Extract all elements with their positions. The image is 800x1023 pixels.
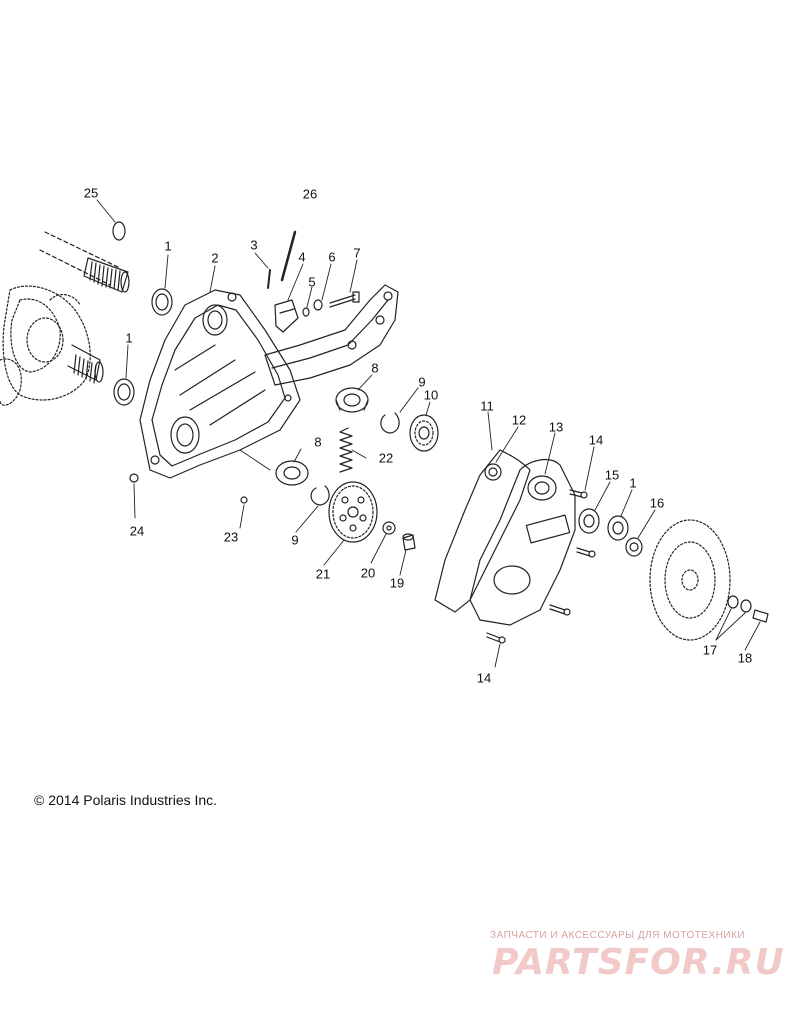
seal-1-right <box>607 515 629 541</box>
callout-7: 7 <box>353 245 361 261</box>
watermark-tagline: ЗАПЧАСТИ И АКСЕССУАРЫ ДЛЯ МОТОТЕХНИКИ <box>490 930 746 941</box>
bearing-15 <box>578 508 600 534</box>
bolt-14-set <box>486 489 596 644</box>
callout-15: 15 <box>604 467 620 483</box>
callout-22: 22 <box>378 450 394 466</box>
block-4 <box>274 299 299 333</box>
washer-17b <box>740 599 752 613</box>
callout-13: 13 <box>548 419 564 435</box>
callout-1-right: 1 <box>629 475 637 491</box>
seal-12 <box>484 463 502 481</box>
callout-21: 21 <box>315 566 331 582</box>
bearing-8-lower <box>275 460 309 486</box>
brake-disc-part <box>649 519 731 641</box>
bolt-7 <box>329 291 360 308</box>
gearbox-assembly-part <box>0 285 91 406</box>
plug-19 <box>402 533 416 551</box>
callout-4: 4 <box>298 249 306 265</box>
callout-9-upper: 9 <box>418 374 426 390</box>
callout-20: 20 <box>360 565 376 581</box>
callout-26: 26 <box>302 186 318 202</box>
cover-13 <box>469 458 576 626</box>
snap-ring-9-upper <box>380 412 400 434</box>
callout-18: 18 <box>737 650 753 666</box>
pin-26 <box>280 230 297 282</box>
callout-5: 5 <box>308 274 316 290</box>
gear-10 <box>409 414 439 452</box>
callout-3: 3 <box>250 237 258 253</box>
snap-ring-9-lower <box>310 485 330 506</box>
gear-21 <box>328 481 378 543</box>
spring-22 <box>339 427 353 473</box>
callout-23: 23 <box>223 529 239 545</box>
watermark-logo: PARTSFOR.RU <box>492 942 785 983</box>
gasket-11 <box>434 449 531 613</box>
nut-6 <box>313 299 323 311</box>
copyright-notice: © 2014 Polaris Industries Inc. <box>34 792 218 808</box>
spacer-16 <box>625 537 643 557</box>
washer-17a <box>727 595 739 609</box>
washer-5 <box>302 307 310 317</box>
callout-2: 2 <box>211 250 219 266</box>
callout-16: 16 <box>649 495 665 511</box>
bolt-18 <box>752 609 769 623</box>
leader-lines <box>96 199 761 668</box>
callout-17: 17 <box>702 642 718 658</box>
callout-8-upper: 8 <box>371 360 379 376</box>
bracket-arm-part <box>264 284 399 386</box>
main-case-2 <box>139 289 301 479</box>
callout-24: 24 <box>129 523 145 539</box>
lower-shaft-part <box>67 344 104 384</box>
callout-14-lower: 14 <box>476 670 492 686</box>
callout-10: 10 <box>423 387 439 403</box>
washer-20 <box>382 521 396 535</box>
seal-1-lower <box>113 378 135 406</box>
callout-19: 19 <box>389 575 405 591</box>
upper-shaft-part <box>39 231 130 293</box>
callout-12: 12 <box>511 412 527 428</box>
plug-24 <box>129 473 139 483</box>
callout-25: 25 <box>83 185 99 201</box>
callout-9-lower: 9 <box>291 532 299 548</box>
pin-3 <box>267 269 271 289</box>
callout-11: 11 <box>480 398 494 414</box>
seal-1-upper <box>151 288 173 316</box>
callout-1-upper: 1 <box>164 238 172 254</box>
fitting-23 <box>240 496 248 504</box>
callout-6: 6 <box>328 249 336 265</box>
o-ring-25 <box>112 221 126 241</box>
bearing-8-upper <box>335 387 369 413</box>
callout-1-lower: 1 <box>125 330 133 346</box>
callout-14-upper: 14 <box>588 432 604 448</box>
callout-8-lower: 8 <box>314 434 322 450</box>
